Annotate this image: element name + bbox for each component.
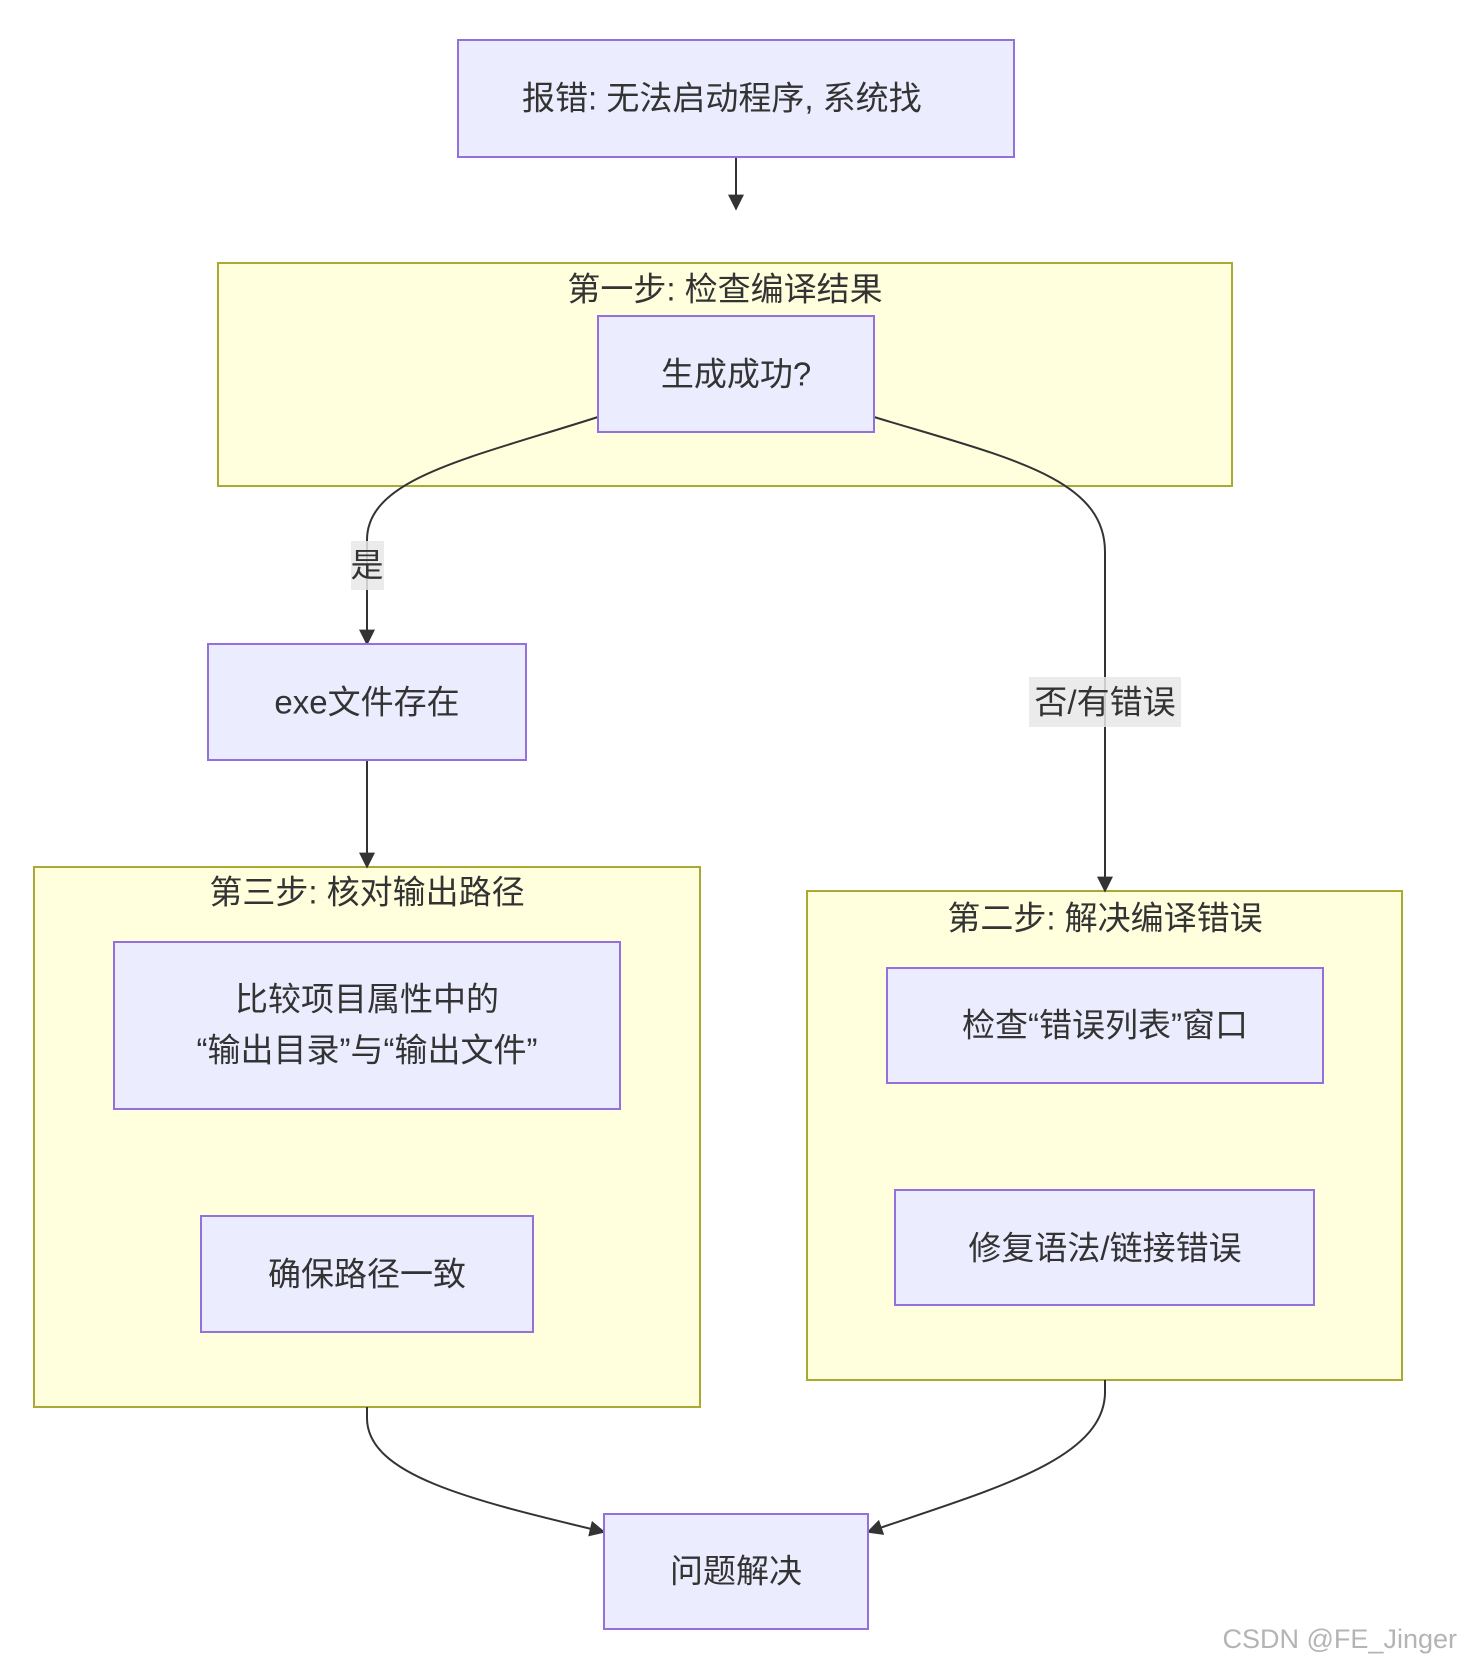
node-resolved-text: 问题解决 [670, 1553, 802, 1590]
node-compare-line2: “输出目录”与“输出文件” [197, 1032, 538, 1069]
edge-step2-to-resolved [866, 1380, 1106, 1535]
node-exe-exists: exe文件存在 [207, 643, 527, 761]
edge-label-yes-text: 是 [351, 547, 384, 584]
subgraph-step2: 第二步: 解决编译错误 [806, 890, 1403, 1381]
edge-label-no: 否/有错误 [1029, 677, 1181, 727]
node-compare-properties: 比较项目属性中的 “输出目录”与“输出文件” [113, 941, 621, 1110]
edge-label-yes: 是 [351, 541, 384, 590]
subgraph-step1-title: 第一步: 检查编译结果 [567, 271, 882, 308]
node-fix-errors-text: 修复语法/链接错误 [968, 1230, 1241, 1267]
node-exe-exists-text: exe文件存在 [274, 684, 459, 721]
subgraph-step1: 第一步: 检查编译结果 [217, 262, 1233, 487]
node-ensure-path-text: 确保路径一致 [268, 1256, 466, 1293]
node-check-error-list: 检查“错误列表”窗口 [886, 967, 1324, 1084]
watermark: CSDN @FE_Jinger [1223, 1624, 1457, 1654]
edge-success-no [873, 416, 1113, 893]
node-resolved: 问题解决 [603, 1513, 869, 1630]
node-error-text: 报错: 无法启动程序, 系统找 [522, 80, 922, 117]
edge-step3-to-resolved [366, 1407, 606, 1537]
edge-success-yes [359, 416, 599, 646]
node-ensure-path: 确保路径一致 [200, 1215, 534, 1333]
node-error: 报错: 无法启动程序, 系统找 [457, 39, 1015, 158]
node-fix-errors: 修复语法/链接错误 [894, 1189, 1315, 1306]
edge-label-no-text: 否/有错误 [1034, 684, 1175, 721]
node-check-error-list-text: 检查“错误列表”窗口 [962, 1007, 1248, 1044]
subgraph-step3-title: 第三步: 核对输出路径 [209, 874, 524, 911]
subgraph-step2-title: 第二步: 解决编译错误 [947, 900, 1262, 937]
node-build-success: 生成成功? [597, 315, 875, 433]
node-build-success-text: 生成成功? [661, 356, 811, 393]
node-compare-line1: 比较项目属性中的 [235, 981, 499, 1018]
